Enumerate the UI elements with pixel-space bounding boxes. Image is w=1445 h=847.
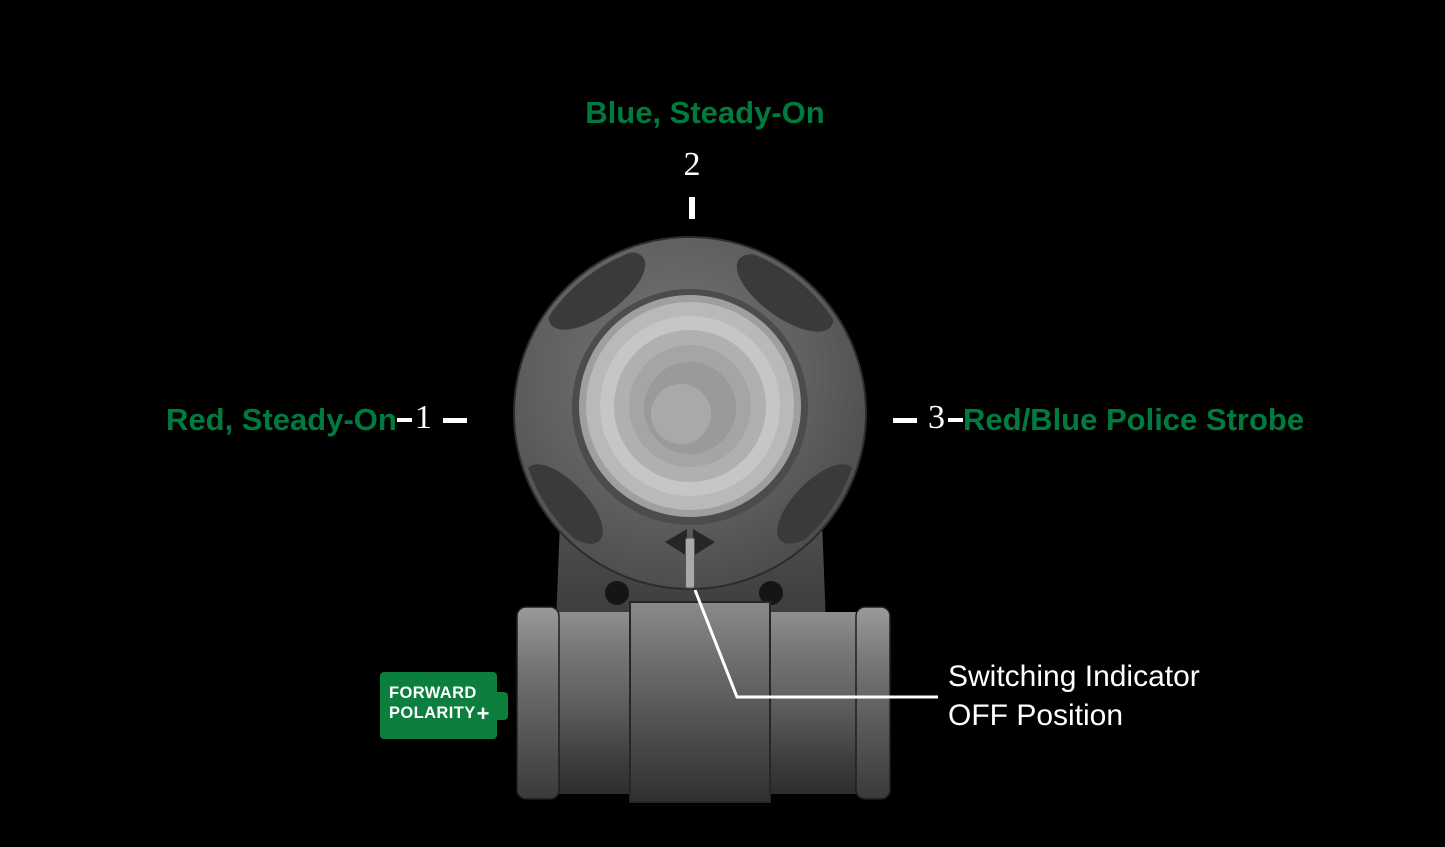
callout-switching-indicator: Switching Indicator OFF Position xyxy=(948,657,1200,735)
tick-mark-left xyxy=(442,417,467,423)
battery-terminal-nub xyxy=(495,691,508,720)
mount-screw-hole-left xyxy=(605,581,629,605)
tube-center-section xyxy=(629,601,771,803)
position-number-2: 2 xyxy=(683,146,701,183)
tube-left-cap xyxy=(516,606,560,800)
mount-screw-hole-right xyxy=(759,581,783,605)
badge-line-1: FORWARD xyxy=(389,684,477,702)
label-position-2: Blue, Steady-On xyxy=(585,95,825,130)
body-tube xyxy=(516,601,891,803)
tube-right-cap xyxy=(855,606,891,800)
forward-polarity-badge: FORWARD POLARITY + xyxy=(380,672,508,739)
bezel-scallops xyxy=(525,252,855,544)
switching-indicator xyxy=(665,529,715,589)
badge-line-2-text: POLARITY xyxy=(389,704,476,722)
callout-line-1: Switching Indicator xyxy=(948,660,1200,693)
callout-leader-line xyxy=(693,589,938,699)
lens xyxy=(572,289,808,525)
tick-mark-top xyxy=(689,197,695,219)
badge-line-2: POLARITY + xyxy=(389,701,497,726)
label-row-position-1: Red, Steady-On 1 xyxy=(166,400,467,440)
label-position-1: Red, Steady-On xyxy=(166,402,397,437)
label-row-position-3: 3 Red/Blue Police Strobe xyxy=(893,400,1304,440)
dash-right-inner xyxy=(948,418,963,422)
bezel-head xyxy=(513,236,867,590)
dash-left-inner xyxy=(396,418,412,422)
position-number-1: 1 xyxy=(414,399,432,436)
tick-mark-right xyxy=(893,417,917,423)
battery-plus-icon: FORWARD POLARITY + xyxy=(380,672,497,726)
plus-sign: + xyxy=(476,701,490,726)
pointer-pin-icon xyxy=(685,537,695,589)
label-position-3: Red/Blue Police Strobe xyxy=(963,402,1305,437)
position-number-3: 3 xyxy=(928,399,945,436)
callout-line-2: OFF Position xyxy=(948,699,1124,732)
